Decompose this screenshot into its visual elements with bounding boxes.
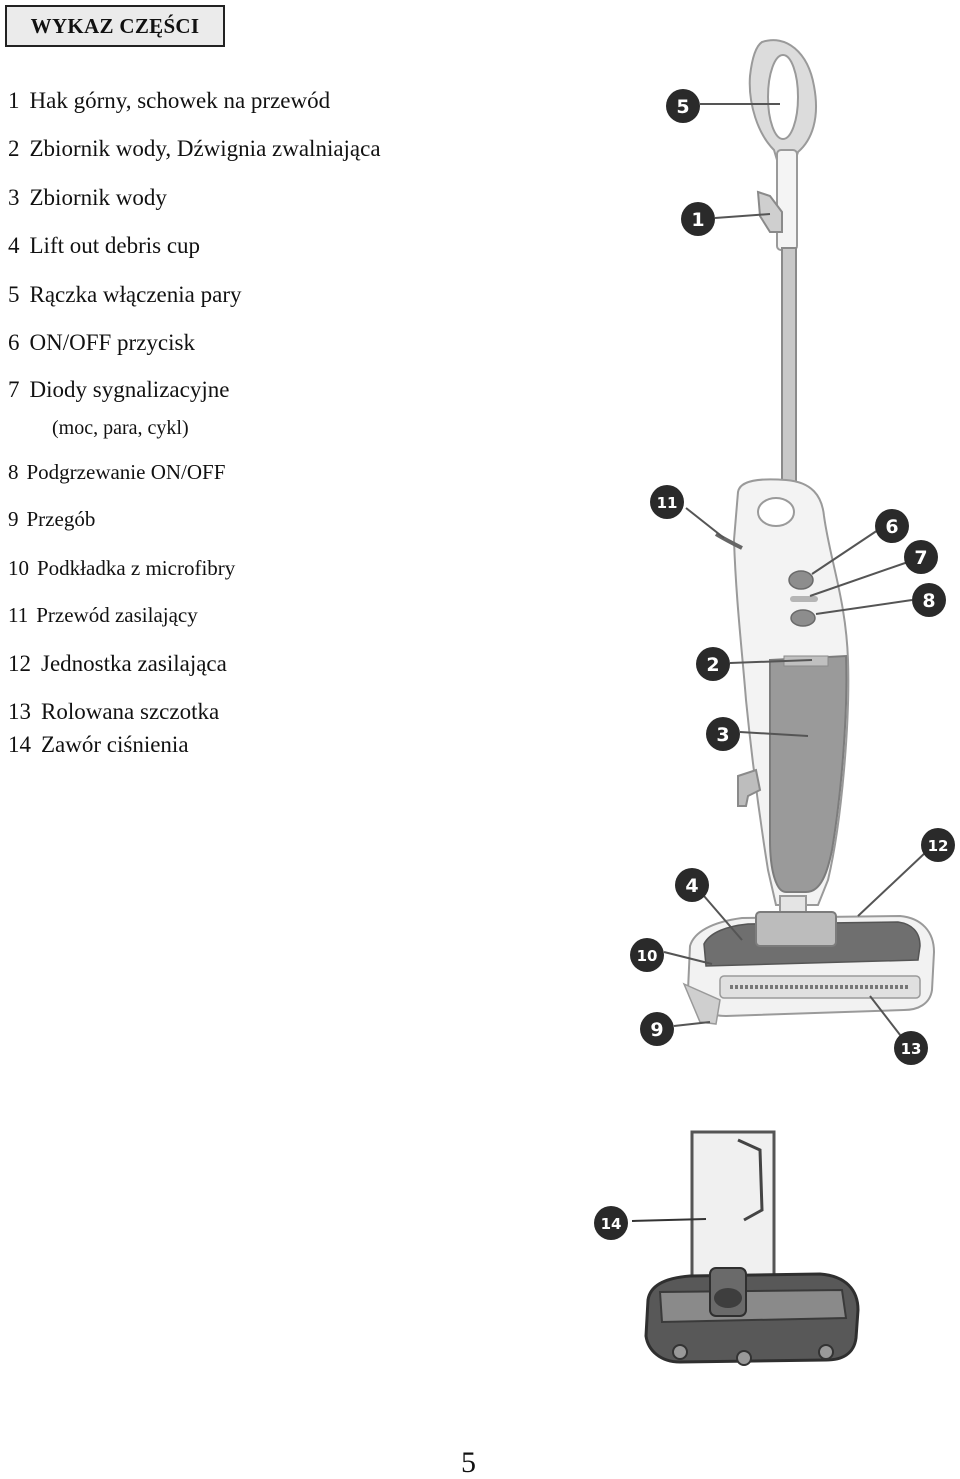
svg-text:10: 10 — [637, 947, 658, 965]
part-item-4: 4 Lift out debris cup — [8, 234, 200, 257]
callout-marker: 13 — [894, 1031, 928, 1065]
part-number: 14 — [8, 732, 31, 757]
part-label: Hak górny, schowek na przewód — [29, 88, 331, 113]
steam-mop-drawing — [663, 39, 936, 1041]
part-item-11: 11 Przewód zasilający — [8, 605, 198, 626]
svg-text:11: 11 — [657, 494, 678, 512]
page-number: 5 — [461, 1446, 476, 1479]
page-title: WYKAZ CZĘŚCI — [5, 5, 225, 47]
callout-marker: 14 — [594, 1206, 628, 1240]
part-item-1: 1 Hak górny, schowek na przewód — [8, 89, 330, 112]
part-label: Rączka włączenia pary — [29, 282, 242, 307]
part-label: Rolowana szczotka — [41, 699, 220, 724]
svg-text:5: 5 — [676, 96, 689, 118]
part-number: 3 — [8, 185, 20, 210]
part-item-12: 12 Jednostka zasilająca — [8, 652, 227, 675]
callout-marker: 11 — [650, 485, 684, 519]
part-number: 6 — [8, 330, 20, 355]
part-item-8: 8 Podgrzewanie ON/OFF — [8, 462, 225, 483]
callout-marker: 9 — [640, 1012, 674, 1046]
part-number: 11 — [8, 603, 29, 627]
callout-marker: 1 — [681, 202, 715, 236]
svg-text:13: 13 — [901, 1040, 922, 1058]
part-number: 2 — [8, 136, 20, 161]
callout-marker: 4 — [675, 868, 709, 902]
part-item-9: 9 Przegób — [8, 509, 95, 530]
callout-marker: 3 — [706, 717, 740, 751]
svg-text:2: 2 — [706, 654, 719, 676]
part-item-7: 7 Diody sygnalizacyjne — [8, 378, 229, 401]
part-label: Zbiornik wody — [29, 185, 167, 210]
part-label: Podgrzewanie ON/OFF — [26, 460, 226, 484]
part-label: Lift out debris cup — [29, 233, 201, 258]
part-number: 12 — [8, 651, 31, 676]
valve-closeup-drawing — [631, 1130, 860, 1366]
svg-text:7: 7 — [914, 547, 927, 569]
svg-text:1: 1 — [691, 209, 704, 231]
callout-marker: 8 — [912, 583, 946, 617]
callout-marker: 10 — [630, 938, 664, 972]
svg-text:4: 4 — [685, 875, 698, 897]
part-label: Przewód zasilający — [36, 603, 198, 627]
part-number: 10 — [8, 556, 29, 580]
part-item-6: 6 ON/OFF przycisk — [8, 331, 195, 354]
part-7-detail: (moc, para, cykl) — [52, 417, 189, 439]
part-item-14: 14 Zawór ciśnienia — [8, 733, 189, 756]
part-item-10: 10 Podkładka z microfibry — [8, 558, 235, 579]
callout-marker: 12 — [921, 828, 955, 862]
svg-text:12: 12 — [928, 837, 949, 855]
part-number: 7 — [8, 377, 20, 402]
callout-marker: 5 — [666, 89, 700, 123]
svg-text:8: 8 — [922, 590, 935, 612]
part-number: 4 — [8, 233, 20, 258]
part-label: Diody sygnalizacyjne — [29, 377, 230, 402]
part-item-5: 5 Rączka włączenia pary — [8, 283, 241, 306]
part-label: Zawór ciśnienia — [41, 732, 189, 757]
part-item-2: 2 Zbiornik wody, Dźwignia zwalniająca — [8, 137, 381, 160]
part-item-13: 13 Rolowana szczotka — [8, 700, 219, 723]
part-label: Jednostka zasilająca — [41, 651, 227, 676]
part-label: ON/OFF przycisk — [29, 330, 195, 355]
callout-markers: 5 1 11 6 7 8 2 3 12 4 10 9 13 14 — [594, 89, 955, 1240]
callout-marker: 7 — [904, 540, 938, 574]
part-label: Zbiornik wody, Dźwignia zwalniająca — [29, 136, 381, 161]
part-number: 8 — [8, 460, 19, 484]
svg-text:14: 14 — [601, 1215, 622, 1233]
svg-text:3: 3 — [716, 724, 729, 746]
part-number: 5 — [8, 282, 20, 307]
callout-marker: 6 — [875, 509, 909, 543]
part-number: 13 — [8, 699, 31, 724]
part-label: Podkładka z microfibry — [37, 556, 236, 580]
svg-text:9: 9 — [650, 1019, 663, 1041]
callout-marker: 2 — [696, 647, 730, 681]
part-number: 9 — [8, 507, 19, 531]
part-number: 1 — [8, 88, 20, 113]
part-item-3: 3 Zbiornik wody — [8, 186, 167, 209]
part-label: Przegób — [26, 507, 96, 531]
svg-text:6: 6 — [885, 516, 898, 538]
